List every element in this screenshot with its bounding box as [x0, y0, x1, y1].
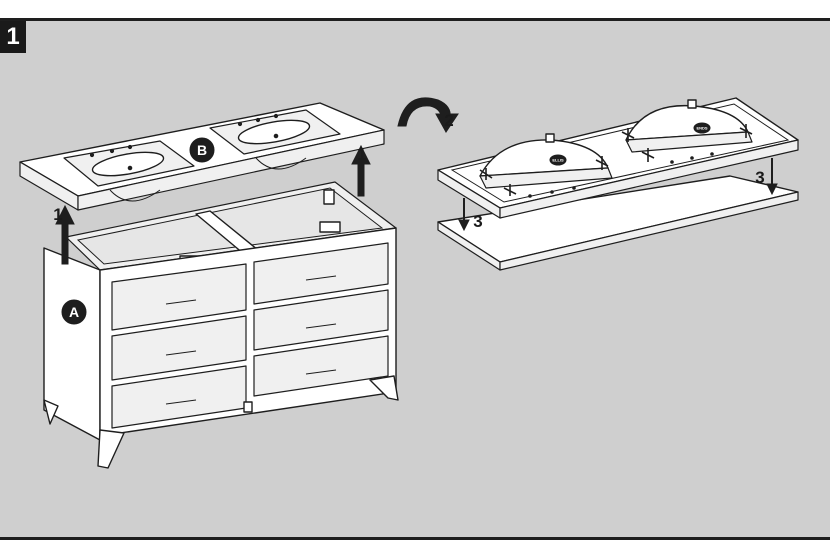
- cabinet-cleat-right: [319, 221, 341, 233]
- lift-arrow-left: [55, 204, 75, 265]
- flipped-top-edge-front: [499, 139, 799, 219]
- sink-dome-right: [625, 99, 753, 153]
- drawer-pull-right-3: [305, 369, 337, 375]
- sink-drain-left: [127, 165, 133, 171]
- drawer-right-3: [253, 335, 389, 397]
- step-number-badge: 1: [0, 21, 26, 53]
- lower-arrow-left-label: 3: [473, 212, 482, 231]
- board-edge-front: [499, 191, 799, 271]
- flip-arrow: [397, 97, 459, 133]
- faucet-hole: [127, 144, 133, 150]
- lift-arrow-right: [351, 144, 371, 197]
- drawer-left-2: [111, 315, 247, 381]
- lift-arrow-left-label: 1: [53, 205, 62, 224]
- sink-bowl-left: [91, 151, 165, 177]
- drawers-right-column: [253, 242, 389, 397]
- drawer-left-1: [111, 263, 247, 331]
- mounting-holes: [528, 152, 714, 198]
- cabinet-leg-back: [43, 399, 59, 425]
- protective-board: [437, 175, 799, 271]
- drawer-pull-left-2: [165, 350, 197, 356]
- sink-underside-right: [255, 157, 307, 170]
- sink-logo-right-text: ENDS: [696, 126, 707, 131]
- sink-logo-badge: [693, 122, 711, 134]
- cabinet-bracket: [323, 189, 335, 205]
- cabinet-center-foot: [243, 401, 253, 413]
- sink-logo-left-text: ELLIS: [552, 158, 564, 163]
- drawers-left-column: [111, 263, 247, 429]
- part-label-a-text: A: [69, 304, 79, 320]
- vanity-cabinet: [43, 181, 399, 469]
- sink-drain-right: [273, 133, 279, 139]
- lower-arrow-left: [458, 198, 470, 232]
- cabinet-leg-front-right: [369, 375, 399, 401]
- sink-drain-stub: [687, 99, 697, 109]
- drawer-pull-right-2: [305, 323, 337, 329]
- sink-logo-badge: [549, 154, 567, 166]
- flipped-vanity-top: ELLIS ENDS: [437, 97, 799, 219]
- drawer-pull-left-3: [165, 399, 197, 405]
- lower-arrow-right: [766, 158, 778, 196]
- sink-underside-left: [109, 189, 161, 202]
- faucet-hole: [237, 121, 243, 127]
- vanity-top-edge-front: [77, 129, 385, 211]
- part-label-b-text: B: [197, 142, 207, 158]
- flip-arrow-label: 2: [444, 111, 453, 130]
- faucet-hole: [109, 148, 115, 154]
- part-label-b: [189, 137, 215, 163]
- faucet-hole: [255, 117, 261, 123]
- sink-clips: [479, 124, 753, 196]
- faucet-hole: [89, 152, 95, 158]
- drawer-pull-left-1: [165, 299, 197, 305]
- lower-arrow-right-label: 3: [755, 168, 764, 187]
- sink-bowl-right: [237, 119, 311, 145]
- drawer-right-1: [253, 242, 389, 305]
- sink-drain-stub: [545, 133, 555, 143]
- part-label-a: [61, 299, 87, 325]
- drawer-right-2: [253, 289, 389, 351]
- lift-arrow-right-label: 1: [357, 145, 366, 164]
- faucet-hole: [273, 113, 279, 119]
- cabinet-interior: [76, 187, 384, 265]
- drawer-pull-right-1: [305, 275, 337, 281]
- cabinet-leg-front-left: [97, 429, 125, 469]
